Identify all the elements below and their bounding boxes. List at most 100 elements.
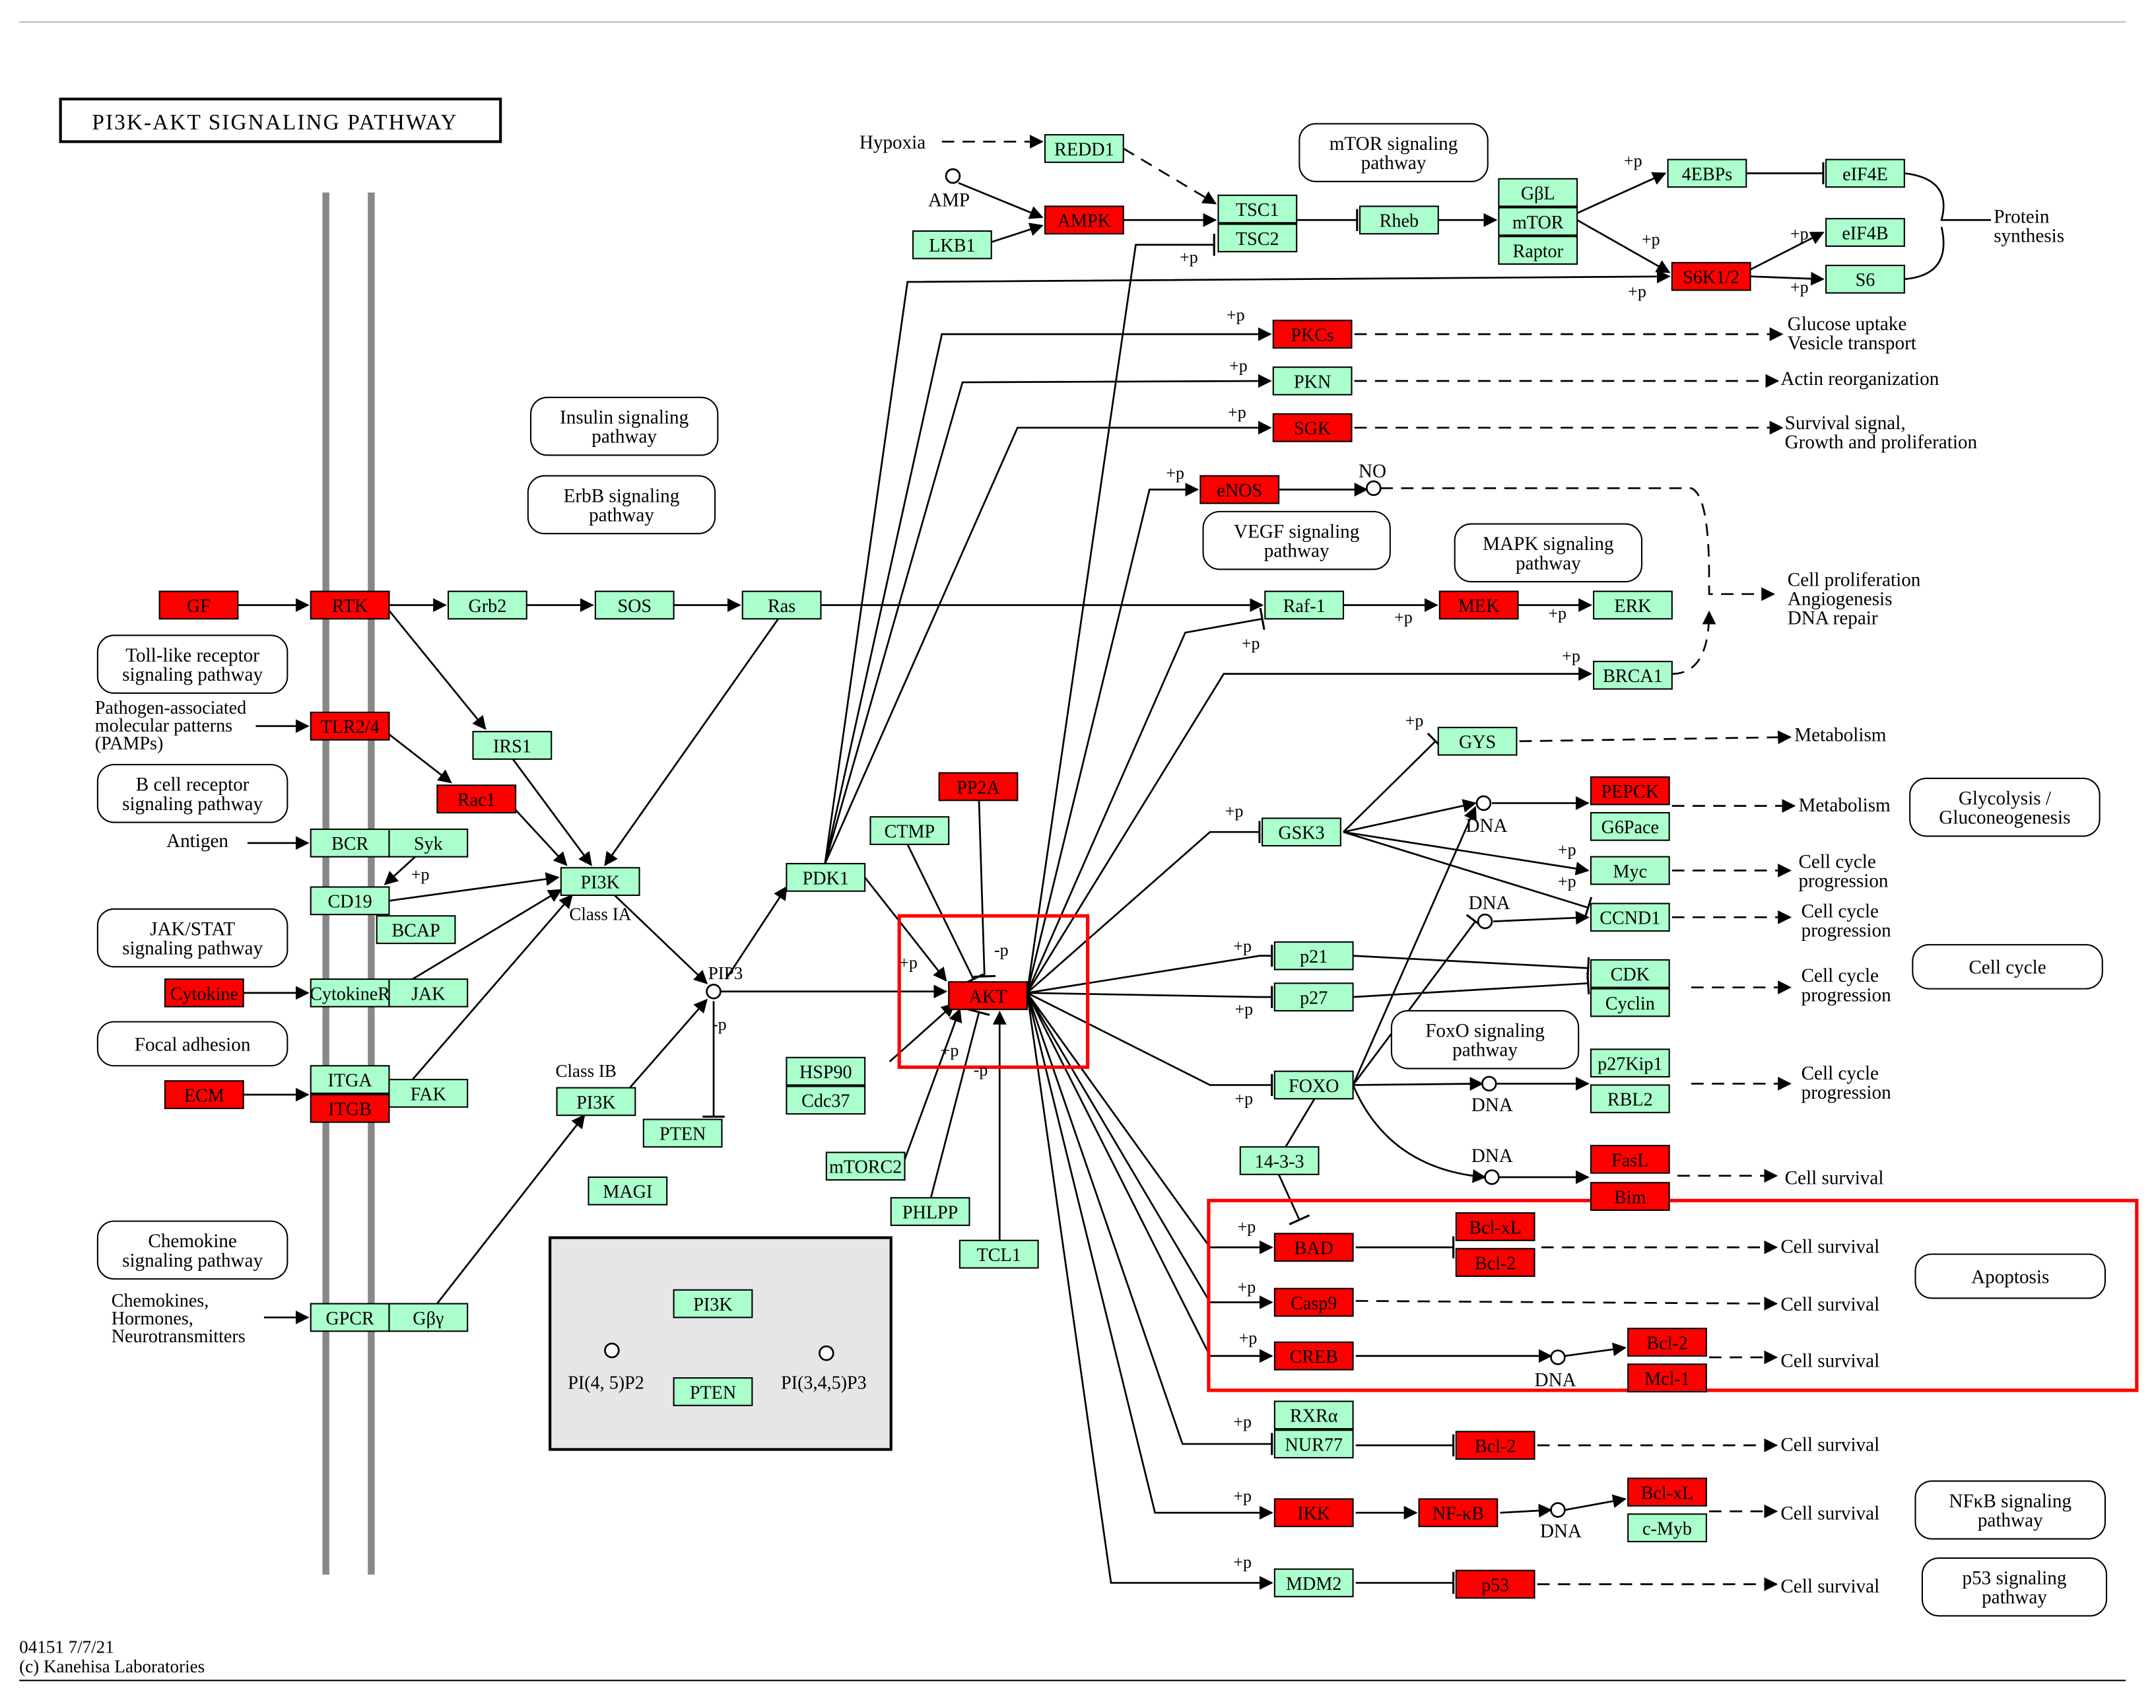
gene-hsp90[interactable]: HSP90 (786, 1056, 866, 1086)
gene-casp9[interactable]: Casp9 (1273, 1287, 1354, 1317)
gene-tsc1[interactable]: TSC1 (1217, 194, 1298, 224)
gene-ctmp[interactable]: CTMP (869, 816, 950, 845)
gene-creb[interactable]: CREB (1273, 1341, 1354, 1371)
gene-pepck[interactable]: PEPCK (1590, 776, 1670, 805)
gene-cyclin[interactable]: Cyclin (1590, 988, 1670, 1017)
gene-rtk[interactable]: RTK (310, 590, 390, 620)
gene-ikk[interactable]: IKK (1273, 1498, 1354, 1528)
gene-pten[interactable]: PTEN (642, 1118, 723, 1148)
pathway-link-cellcycle[interactable]: Cell cycle (1912, 943, 2103, 990)
gene-grb2[interactable]: Grb2 (447, 590, 527, 620)
gene-pp2a[interactable]: PP2A (938, 772, 1019, 802)
gene-bclxl_2[interactable]: Bcl-xL (1627, 1478, 1707, 1507)
gene-mcl1[interactable]: Mcl-1 (1627, 1363, 1707, 1392)
pathway-link-glycolysis[interactable]: Glycolysis /Gluconeogenesis (1909, 777, 2101, 837)
gene-legend_pi3k[interactable]: PI3K (673, 1289, 753, 1318)
gene-bcl2_1[interactable]: Bcl-2 (1455, 1248, 1535, 1277)
gene-rxra[interactable]: RXRα (1273, 1400, 1354, 1430)
gene-ampk[interactable]: AMPK (1044, 205, 1124, 235)
gene-rbl2[interactable]: RBL2 (1590, 1084, 1670, 1114)
gene-pi3k_1b[interactable]: PI3K (556, 1087, 636, 1116)
gene-bcr[interactable]: BCR (310, 828, 390, 858)
gene-bclxl_1[interactable]: Bcl-xL (1455, 1212, 1535, 1241)
gene-sgk[interactable]: SGK (1272, 413, 1353, 442)
gene-gpcr[interactable]: GPCR (310, 1303, 390, 1332)
gene-s6k12[interactable]: S6K1/2 (1671, 261, 1751, 291)
gene-tsc2[interactable]: TSC2 (1217, 223, 1298, 253)
gene-p21[interactable]: p21 (1273, 941, 1354, 971)
gene-pkn[interactable]: PKN (1272, 366, 1353, 395)
gene-cmyb[interactable]: c-Myb (1627, 1513, 1707, 1542)
gene-gbl[interactable]: GβL (1498, 178, 1578, 207)
gene-tcl1[interactable]: TCL1 (959, 1239, 1039, 1269)
gene-p53[interactable]: p53 (1455, 1569, 1535, 1599)
gene-legend_pten[interactable]: PTEN (673, 1377, 753, 1406)
gene-gsk3[interactable]: GSK3 (1262, 817, 1341, 847)
gene-lkb1[interactable]: LKB1 (912, 230, 992, 259)
gene-enos[interactable]: eNOS (1199, 475, 1280, 504)
gene-g6pace[interactable]: G6Pace (1590, 811, 1670, 841)
gene-tlr24[interactable]: TLR2/4 (310, 711, 390, 741)
gene-bcl2_2[interactable]: Bcl-2 (1627, 1328, 1707, 1357)
gene-fasl[interactable]: FasL (1590, 1145, 1670, 1174)
gene-eif4e[interactable]: eIF4E (1825, 158, 1905, 188)
gene-gf[interactable]: GF (158, 590, 239, 620)
gene-nfkb[interactable]: NF-κB (1418, 1498, 1499, 1528)
gene-nur77[interactable]: NUR77 (1273, 1429, 1354, 1458)
gene-itgb[interactable]: ITGB (310, 1093, 390, 1123)
gene-eif4b[interactable]: eIF4B (1825, 218, 1905, 247)
gene-ccnd1[interactable]: CCND1 (1590, 903, 1670, 932)
gene-foxo[interactable]: FOXO (1273, 1070, 1354, 1100)
gene-rac1[interactable]: Rac1 (436, 784, 517, 814)
gene-fak[interactable]: FAK (388, 1079, 469, 1108)
gene-pdk1[interactable]: PDK1 (786, 863, 866, 892)
pathway-link-apoptosis[interactable]: Apoptosis (1914, 1253, 2106, 1299)
gene-p27[interactable]: p27 (1273, 982, 1354, 1011)
gene-brca1[interactable]: BRCA1 (1593, 660, 1673, 690)
gene-bad[interactable]: BAD (1273, 1233, 1354, 1262)
gene-mtor[interactable]: mTOR (1498, 207, 1578, 236)
gene-mtorc2[interactable]: mTORC2 (825, 1151, 906, 1181)
gene-s6[interactable]: S6 (1825, 264, 1905, 294)
gene-raf1[interactable]: Raf-1 (1264, 590, 1345, 620)
gene-bcap[interactable]: BCAP (376, 915, 456, 944)
gene-mek[interactable]: MEK (1438, 590, 1519, 620)
gene-cytokine[interactable]: Cytokine (164, 978, 244, 1008)
gene-ecm[interactable]: ECM (164, 1080, 244, 1109)
gene-cytokiner[interactable]: CytokineR (310, 978, 390, 1008)
gene-erk[interactable]: ERK (1593, 590, 1673, 620)
gene-pkcs[interactable]: PKCs (1272, 320, 1353, 349)
gene-magi[interactable]: MAGI (588, 1176, 668, 1206)
gene-mdm2[interactable]: MDM2 (1273, 1568, 1354, 1598)
gene-ebps4[interactable]: 4EBPs (1667, 158, 1747, 188)
gene-bcl2_3[interactable]: Bcl-2 (1455, 1431, 1535, 1460)
gene-gbg[interactable]: Gβγ (388, 1303, 469, 1332)
gene-akt[interactable]: AKT (948, 981, 1028, 1010)
gene-myc[interactable]: Myc (1590, 856, 1670, 885)
pathway-link-focal[interactable]: Focal adhesion (96, 1021, 288, 1067)
gene-syk[interactable]: Syk (388, 828, 469, 858)
gene-cdc37[interactable]: Cdc37 (786, 1085, 866, 1115)
gene-p27kip1[interactable]: p27Kip1 (1590, 1048, 1670, 1077)
gene-rheb[interactable]: Rheb (1359, 205, 1439, 235)
gene-cd19[interactable]: CD19 (310, 886, 390, 916)
gene-redd1[interactable]: REDD1 (1044, 134, 1124, 163)
gene-phlpp[interactable]: PHLPP (890, 1197, 970, 1226)
gene-jak[interactable]: JAK (388, 978, 469, 1008)
gene-irs1[interactable]: IRS1 (472, 731, 553, 760)
gene-p1433[interactable]: 14-3-3 (1239, 1146, 1320, 1175)
gene-cdk[interactable]: CDK (1590, 959, 1670, 988)
gene-pi3k_1a[interactable]: PI3K (560, 867, 640, 897)
gene-gys[interactable]: GYS (1437, 726, 1518, 756)
